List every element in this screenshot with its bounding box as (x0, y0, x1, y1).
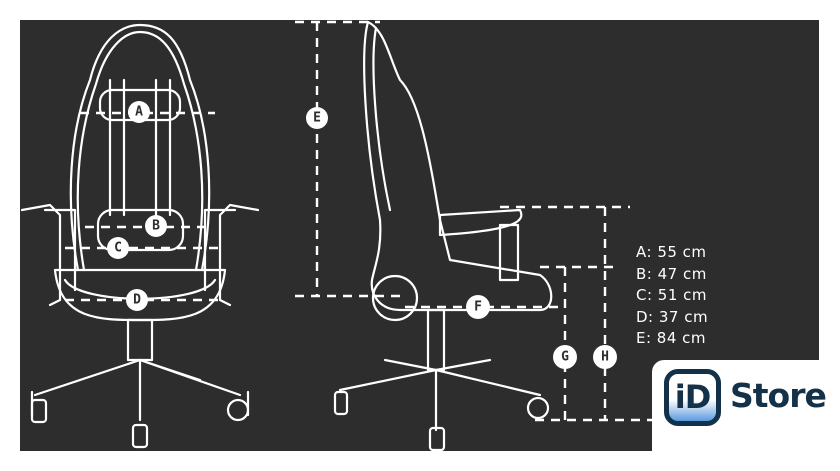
legend-b: B: 47 cm (636, 264, 707, 283)
svg-text:A: A (135, 105, 143, 120)
svg-text:G: G (561, 350, 569, 365)
svg-text:B: B (152, 219, 160, 234)
logo-mark-text: iD (674, 378, 712, 416)
badge-e: E (306, 107, 328, 129)
svg-text:H: H (601, 350, 609, 365)
chair-side-view (333, 20, 553, 451)
dimension-diagram: A B C D E F G H (20, 20, 819, 451)
logo-name: Store (730, 376, 827, 415)
badge-h: H (593, 345, 617, 369)
badge-b: B (145, 215, 167, 237)
legend-d: D: 37 cm (636, 307, 709, 326)
badge-a: A (128, 101, 150, 123)
svg-text:D: D (133, 293, 141, 308)
chair-drawings: A B C D E F G H (20, 20, 660, 451)
legend-a: A: 55 cm (636, 243, 707, 261)
chair-front-view (20, 23, 260, 449)
badge-d: D (126, 289, 148, 311)
svg-text:F: F (474, 300, 482, 315)
logo-mark: iD (664, 369, 721, 426)
badge-g: G (553, 345, 577, 369)
legend-c: C: 51 cm (636, 286, 708, 304)
dimensions-legend: A: 55 cm B: 47 cm C: 51 cm D: 37 cm E: 8… (636, 242, 708, 350)
svg-text:E: E (313, 111, 321, 126)
legend-e: E: 84 cm (636, 329, 707, 347)
svg-text:C: C (114, 241, 122, 256)
idstore-logo: iD Store (652, 360, 840, 471)
badge-c: C (107, 237, 129, 259)
badge-f: F (466, 295, 490, 319)
